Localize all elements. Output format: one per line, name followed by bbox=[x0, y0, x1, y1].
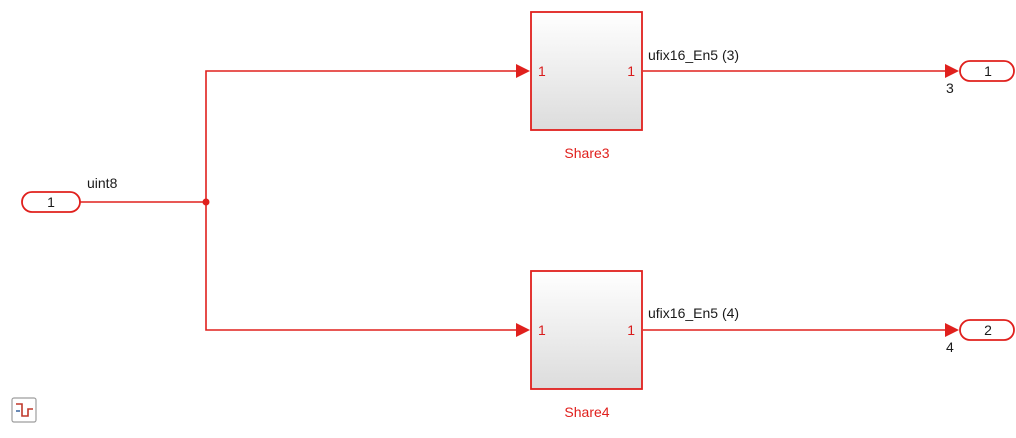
outport-2-number-note: 4 bbox=[946, 339, 954, 355]
outport-1-label: 1 bbox=[984, 63, 992, 79]
share3-block-name: Share3 bbox=[564, 145, 609, 161]
share3-out-port-label: 1 bbox=[627, 63, 635, 79]
subsystem-share4[interactable]: 1 1 bbox=[530, 270, 643, 390]
share4-in-port-label: 1 bbox=[538, 322, 546, 338]
inport-1[interactable]: 1 bbox=[21, 191, 81, 213]
share3-in-port-label: 1 bbox=[538, 63, 546, 79]
arrow-into-outport1 bbox=[945, 64, 959, 78]
outport-1-number-note: 3 bbox=[946, 80, 954, 96]
input-signal-label: uint8 bbox=[87, 175, 118, 191]
arrow-into-share4 bbox=[516, 323, 530, 337]
step-signal-icon[interactable] bbox=[11, 397, 37, 423]
wire-branch-down[interactable] bbox=[205, 202, 518, 331]
arrow-into-share3 bbox=[516, 64, 530, 78]
share4-out-signal-label: ufix16_En5 (4) bbox=[648, 305, 739, 321]
branch-point bbox=[202, 198, 210, 206]
inport-1-label: 1 bbox=[47, 194, 55, 210]
outport-1[interactable]: 1 bbox=[959, 60, 1015, 82]
subsystem-share3[interactable]: 1 1 bbox=[530, 11, 643, 131]
share4-out-port-label: 1 bbox=[627, 322, 635, 338]
arrow-into-outport2 bbox=[945, 323, 959, 337]
share3-out-signal-label: ufix16_En5 (3) bbox=[648, 47, 739, 63]
wire-branch-up[interactable] bbox=[205, 70, 518, 202]
outport-2-label: 2 bbox=[984, 322, 992, 338]
signal-lines bbox=[80, 70, 948, 331]
share4-block-name: Share4 bbox=[564, 404, 609, 420]
outport-2[interactable]: 2 bbox=[959, 319, 1015, 341]
